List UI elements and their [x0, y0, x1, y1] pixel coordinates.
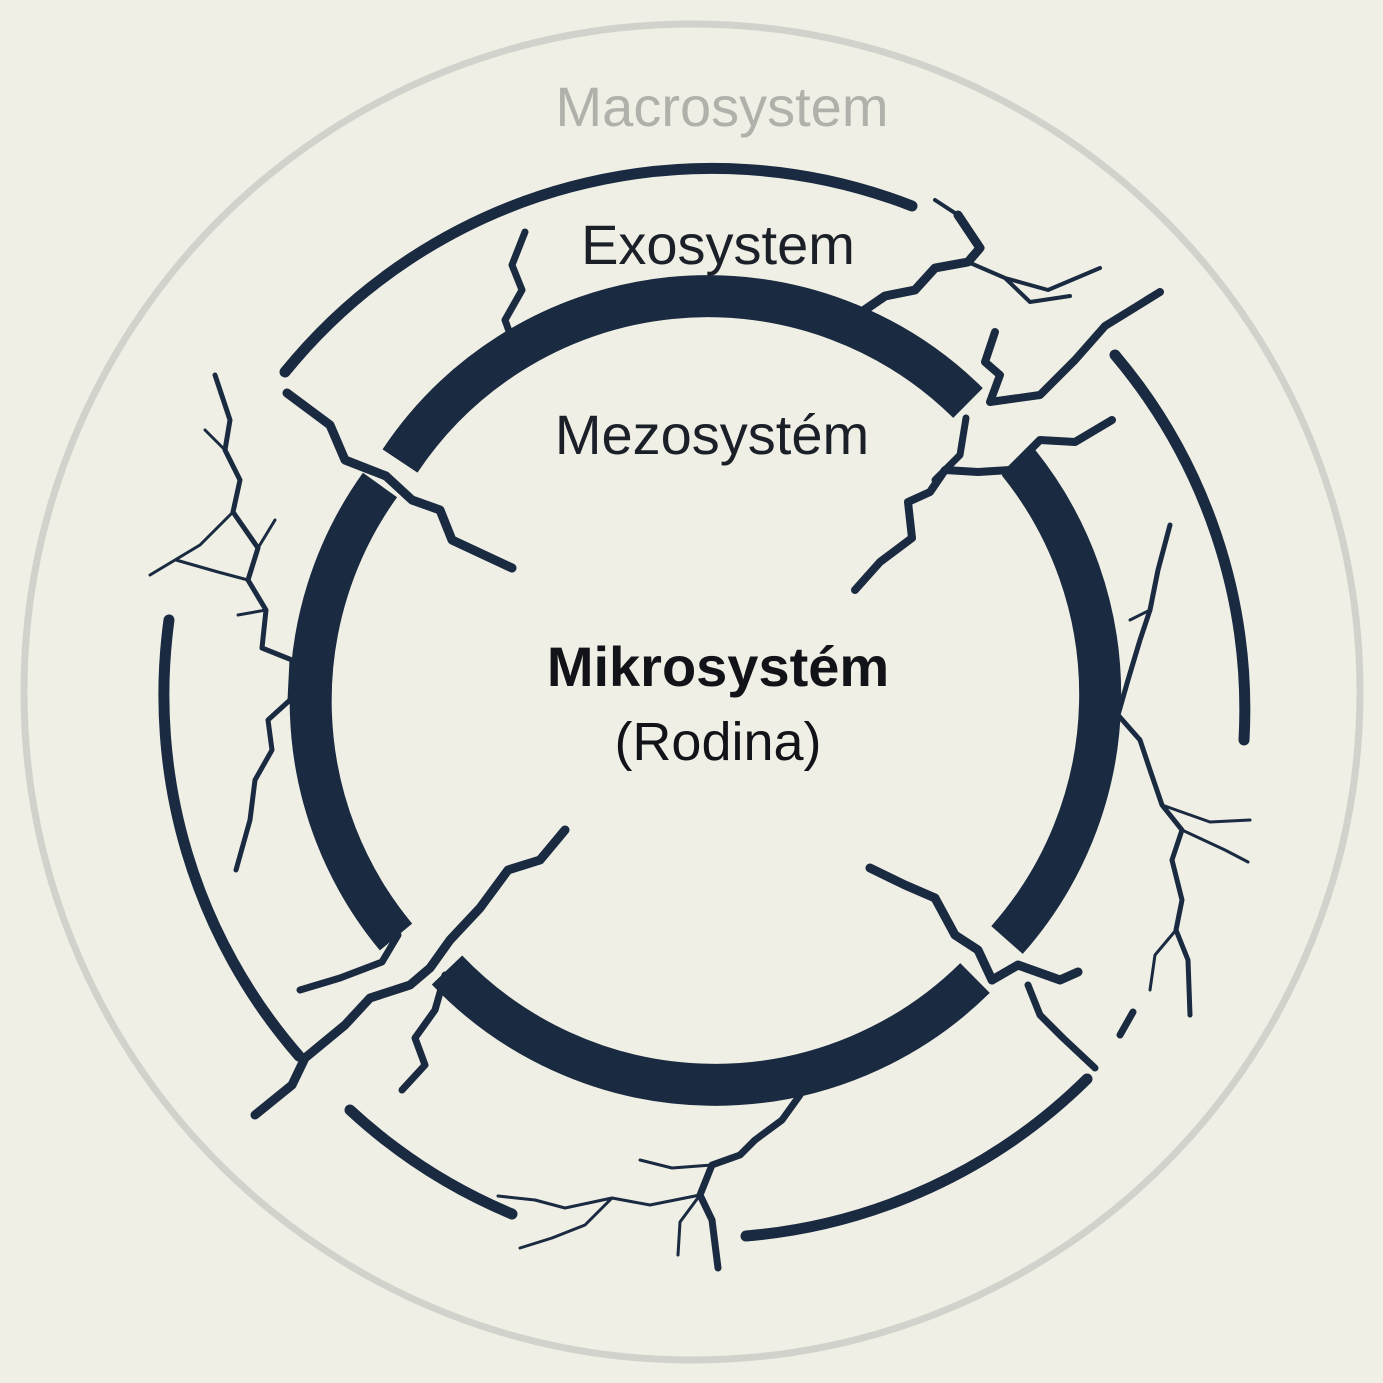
- macrosystem-label: Macrosystem: [556, 75, 889, 138]
- mikrosystem-sublabel: (Rodina): [614, 712, 821, 772]
- mezosystem-label: Mezosystém: [555, 403, 869, 466]
- mikrosystem-label: Mikrosystém: [547, 635, 889, 698]
- exosystem-label: Exosystem: [581, 213, 855, 276]
